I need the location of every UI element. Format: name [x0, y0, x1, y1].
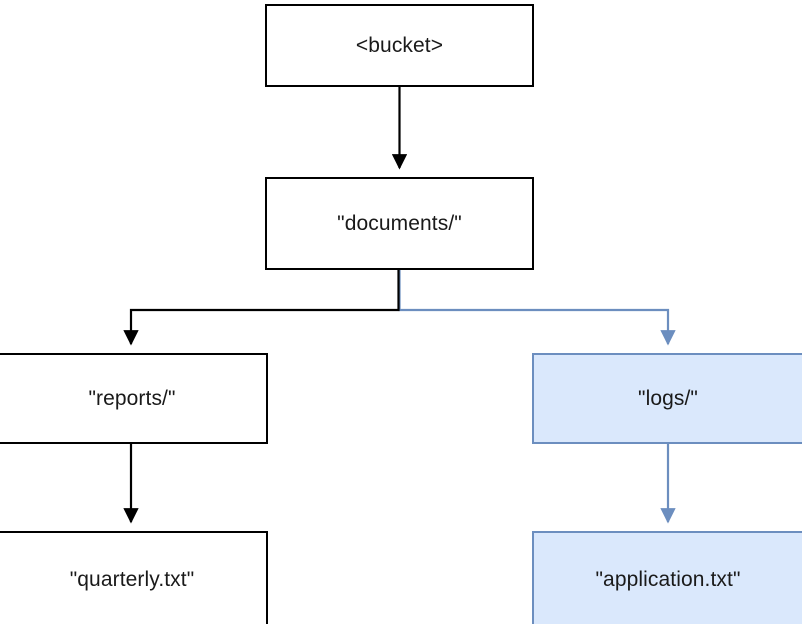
node-bucket[interactable]: <bucket> [265, 4, 534, 87]
node-reports-label: "reports/" [88, 386, 176, 410]
node-documents[interactable]: "documents/" [265, 177, 534, 270]
node-logs-label: "logs/" [638, 386, 698, 410]
node-application-txt-label: "application.txt" [595, 567, 741, 591]
node-documents-label: "documents/" [337, 211, 462, 235]
edge-documents-to-logs [398, 270, 676, 346]
node-quarterly-txt-label: "quarterly.txt" [69, 567, 195, 591]
node-logs[interactable]: "logs/" [532, 353, 802, 444]
node-quarterly-txt[interactable]: "quarterly.txt" [0, 531, 268, 624]
node-reports[interactable]: "reports/" [0, 353, 268, 444]
node-application-txt[interactable]: "application.txt" [532, 531, 802, 624]
node-bucket-label: <bucket> [355, 33, 444, 57]
edge-documents-to-reports [123, 270, 400, 346]
